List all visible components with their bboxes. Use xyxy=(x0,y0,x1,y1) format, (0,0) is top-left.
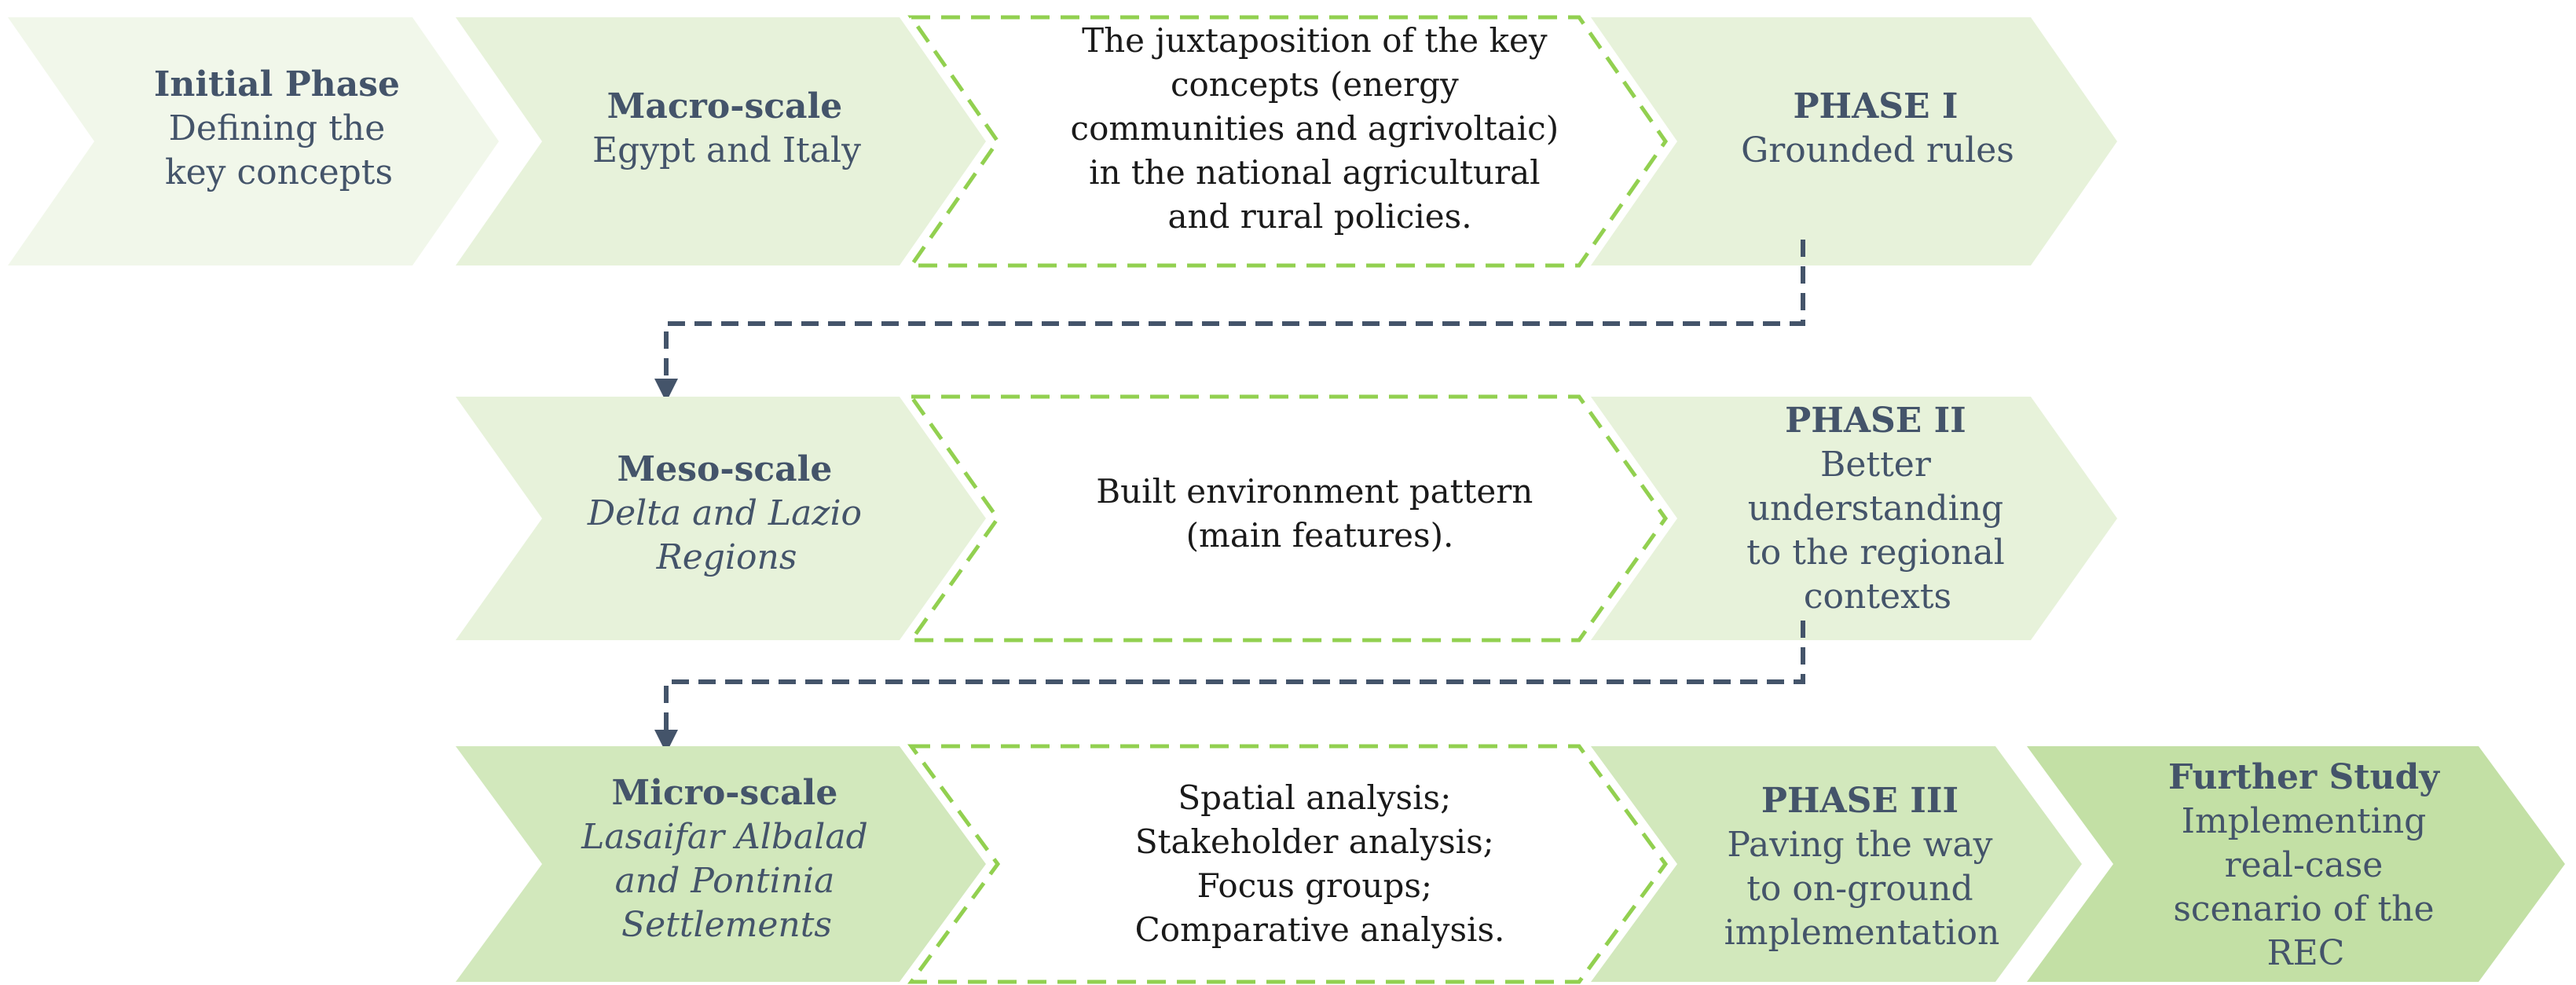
micro-scale-chevron xyxy=(456,746,986,982)
phase-2-line-2: understanding xyxy=(1748,489,2004,529)
further-study-label: Further Study Implementing real-case sce… xyxy=(2168,757,2443,973)
further-study-line-2: real-case xyxy=(2225,845,2384,885)
phase-1-title: PHASE I xyxy=(1793,86,1958,126)
micro-scale-line-3: Settlements xyxy=(621,905,832,945)
phase-1-chevron xyxy=(1591,17,2117,265)
phase-2-title: PHASE II xyxy=(1785,401,1966,441)
micro-scale-line-1: Lasaifar Albalad xyxy=(581,817,868,857)
macro-description-text: The juxtaposition of the key concepts (e… xyxy=(1071,21,1570,236)
further-study-title: Further Study xyxy=(2168,757,2440,797)
micro-description-line-4: Comparative analysis. xyxy=(1135,910,1505,949)
micro-description-line-2: Stakeholder analysis; xyxy=(1135,822,1494,861)
meso-description-text: Built environment pattern (main features… xyxy=(1096,472,1543,555)
macro-description-line-1: The juxtaposition of the key xyxy=(1082,21,1548,60)
phase-1-line-1: Grounded rules xyxy=(1741,130,2014,170)
connector-arrowhead-1 xyxy=(654,379,678,402)
phase-1-label: PHASE I Grounded rules xyxy=(1741,86,2014,170)
initial-phase-chevron xyxy=(8,17,499,265)
initial-phase-title: Initial Phase xyxy=(154,64,400,104)
micro-scale-label: Micro-scale Lasaifar Albalad and Pontini… xyxy=(581,773,872,945)
macro-description-line-3: communities and agrivoltaic) xyxy=(1071,109,1559,148)
micro-scale-line-2: and Pontinia xyxy=(615,861,835,901)
phase-2-line-1: Better xyxy=(1820,445,1932,485)
connector-phase2-to-micro xyxy=(664,621,1805,734)
macro-description-box xyxy=(907,15,1669,268)
connector-phase1-to-meso xyxy=(664,240,1805,383)
phase-3-title: PHASE III xyxy=(1761,781,1959,821)
initial-phase-line-2: key concepts xyxy=(165,152,393,192)
macro-scale-chevron xyxy=(456,17,986,265)
meso-description-line-1: Built environment pattern xyxy=(1096,472,1533,511)
phase-2-line-4: contexts xyxy=(1804,577,1951,617)
phase-2-line-3: to the regional xyxy=(1746,533,2005,573)
micro-scale-title: Micro-scale xyxy=(612,773,838,813)
meso-scale-label: Meso-scale Delta and Lazio Regions xyxy=(587,449,866,577)
macro-scale-label: Macro-scale Egypt and Italy xyxy=(592,86,861,170)
macro-description-line-2: concepts (energy xyxy=(1171,65,1459,104)
further-study-line-3: scenario of the xyxy=(2173,889,2434,929)
phase-3-line-2: to on-ground xyxy=(1746,869,1973,909)
phase-2-label: PHASE II Better understanding to the reg… xyxy=(1746,401,2009,617)
meso-scale-title: Meso-scale xyxy=(617,449,833,489)
macro-scale-line-1: Egypt and Italy xyxy=(592,130,861,170)
macro-description-line-5: and rural policies. xyxy=(1167,197,1471,236)
micro-description-line-3: Focus groups; xyxy=(1197,866,1433,905)
initial-phase-label: Initial Phase Defining the key concepts xyxy=(154,64,404,192)
meso-scale-line-2: Regions xyxy=(656,537,797,577)
macro-scale-title: Macro-scale xyxy=(607,86,843,126)
further-study-line-1: Implementing xyxy=(2182,801,2427,841)
meso-description-box xyxy=(907,394,1669,643)
meso-scale-chevron xyxy=(456,397,986,640)
meso-scale-line-1: Delta and Lazio xyxy=(587,493,862,533)
micro-description-box xyxy=(907,744,1669,984)
macro-description-line-4: in the national agricultural xyxy=(1089,153,1540,192)
initial-phase-line-1: Defining the xyxy=(169,108,386,148)
phase-3-line-3: implementation xyxy=(1724,913,2000,953)
connector-arrowhead-2 xyxy=(654,730,678,753)
phase-2-chevron xyxy=(1591,397,2117,640)
micro-description-line-1: Spatial analysis; xyxy=(1178,778,1451,817)
further-study-line-4: REC xyxy=(2267,933,2345,973)
phase-3-chevron xyxy=(1591,746,2082,982)
micro-description-text: Spatial analysis; Stakeholder analysis; … xyxy=(1135,778,1505,949)
phase-3-label: PHASE III Paving the way to on-ground im… xyxy=(1724,781,2000,953)
phase-3-line-1: Paving the way xyxy=(1727,825,1992,865)
meso-description-line-2: (main features). xyxy=(1186,516,1454,555)
further-study-chevron xyxy=(2027,746,2565,982)
